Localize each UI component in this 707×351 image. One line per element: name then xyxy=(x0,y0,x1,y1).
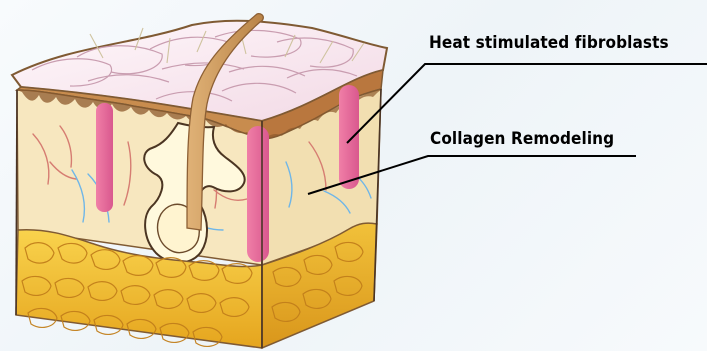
fibroblast-bar-center xyxy=(247,126,269,262)
fibroblast-bar-right xyxy=(339,85,359,189)
fibroblast-bar-left xyxy=(96,103,113,212)
callout-label-heat-stimulated-fibroblasts: Heat stimulated fibroblasts xyxy=(429,35,669,52)
callout-label-collagen-remodeling: Collagen Remodeling xyxy=(430,131,614,148)
